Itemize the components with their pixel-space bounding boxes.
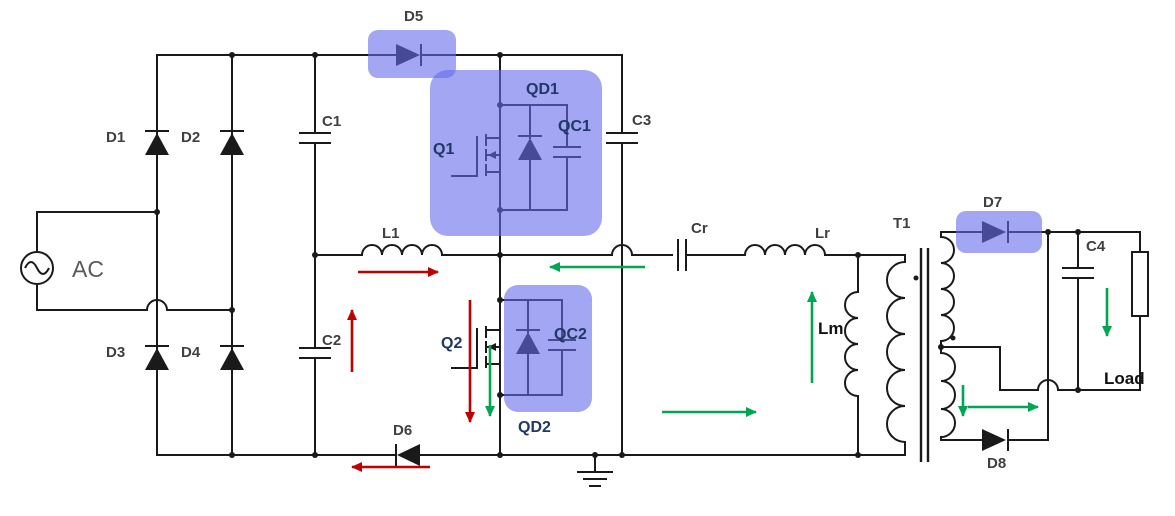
qd1-label: QD1: [526, 81, 559, 98]
qd2-label: QD2: [518, 419, 551, 436]
load-label: Load: [1104, 369, 1145, 388]
d3-label: D3: [106, 344, 125, 361]
capacitor-c2: [299, 347, 331, 359]
d4-label: D4: [181, 344, 201, 361]
ac-source-symbol: [20, 251, 54, 285]
secondary-polarity-dot: [950, 335, 956, 341]
lm-label: Lm: [818, 319, 844, 338]
d7-label: D7: [983, 194, 1002, 211]
capacitor-cr: [677, 239, 687, 271]
mosfet-q2: [476, 326, 500, 368]
diode-d2: [220, 130, 244, 155]
ac-label: AC: [72, 256, 104, 282]
diode-bridge: [145, 130, 244, 370]
diode-d3: [145, 345, 169, 370]
d6-label: D6: [393, 422, 412, 439]
highlight-d5: [368, 30, 456, 78]
qc1-label: QC1: [558, 118, 591, 135]
green-current-arrows: [485, 262, 1112, 417]
red-current-arrows: [347, 267, 475, 472]
c2-label: C2: [322, 332, 341, 349]
diode-d4: [220, 345, 244, 370]
d8-label: D8: [987, 455, 1006, 472]
primary-polarity-dot: [913, 275, 919, 281]
inductor-lm: [844, 291, 859, 397]
d5-label: D5: [404, 8, 423, 25]
diode-d6: [395, 444, 420, 466]
secondary-winding-lower: [940, 352, 956, 438]
capacitor-c1: [299, 132, 331, 144]
q1-label: Q1: [433, 141, 454, 158]
highlight-q1-group: [430, 70, 602, 236]
transformer-core: [919, 248, 930, 462]
capacitor-c3: [606, 132, 638, 144]
load-resistor: [1131, 251, 1149, 317]
cr-label: Cr: [691, 220, 708, 237]
capacitor-c4: [1062, 267, 1094, 279]
transformer-t1: [886, 236, 956, 462]
d2-label: D2: [181, 129, 200, 146]
lr-label: Lr: [815, 225, 830, 242]
inductor-lr: [744, 244, 826, 256]
inductor-l1: [361, 244, 443, 256]
c3-label: C3: [632, 112, 651, 129]
d1-label: D1: [106, 129, 125, 146]
diode-d1: [145, 130, 169, 155]
l1-label: L1: [382, 225, 400, 242]
q2-body-arrow: [488, 343, 496, 351]
sine-wave-icon: [24, 261, 50, 275]
secondary-winding-upper: [940, 236, 955, 342]
highlight-q2-group: [504, 285, 592, 412]
ac-source: [20, 251, 54, 285]
diode-d8: [982, 429, 1009, 451]
qc2-label: QC2: [554, 326, 587, 343]
junction-dots: [154, 52, 1081, 458]
q2-label: Q2: [441, 335, 462, 352]
highlight-d7: [956, 211, 1042, 253]
primary-winding: [886, 261, 906, 443]
t1-label: T1: [893, 215, 911, 232]
c1-label: C1: [322, 113, 341, 130]
c4-label: C4: [1086, 238, 1106, 255]
